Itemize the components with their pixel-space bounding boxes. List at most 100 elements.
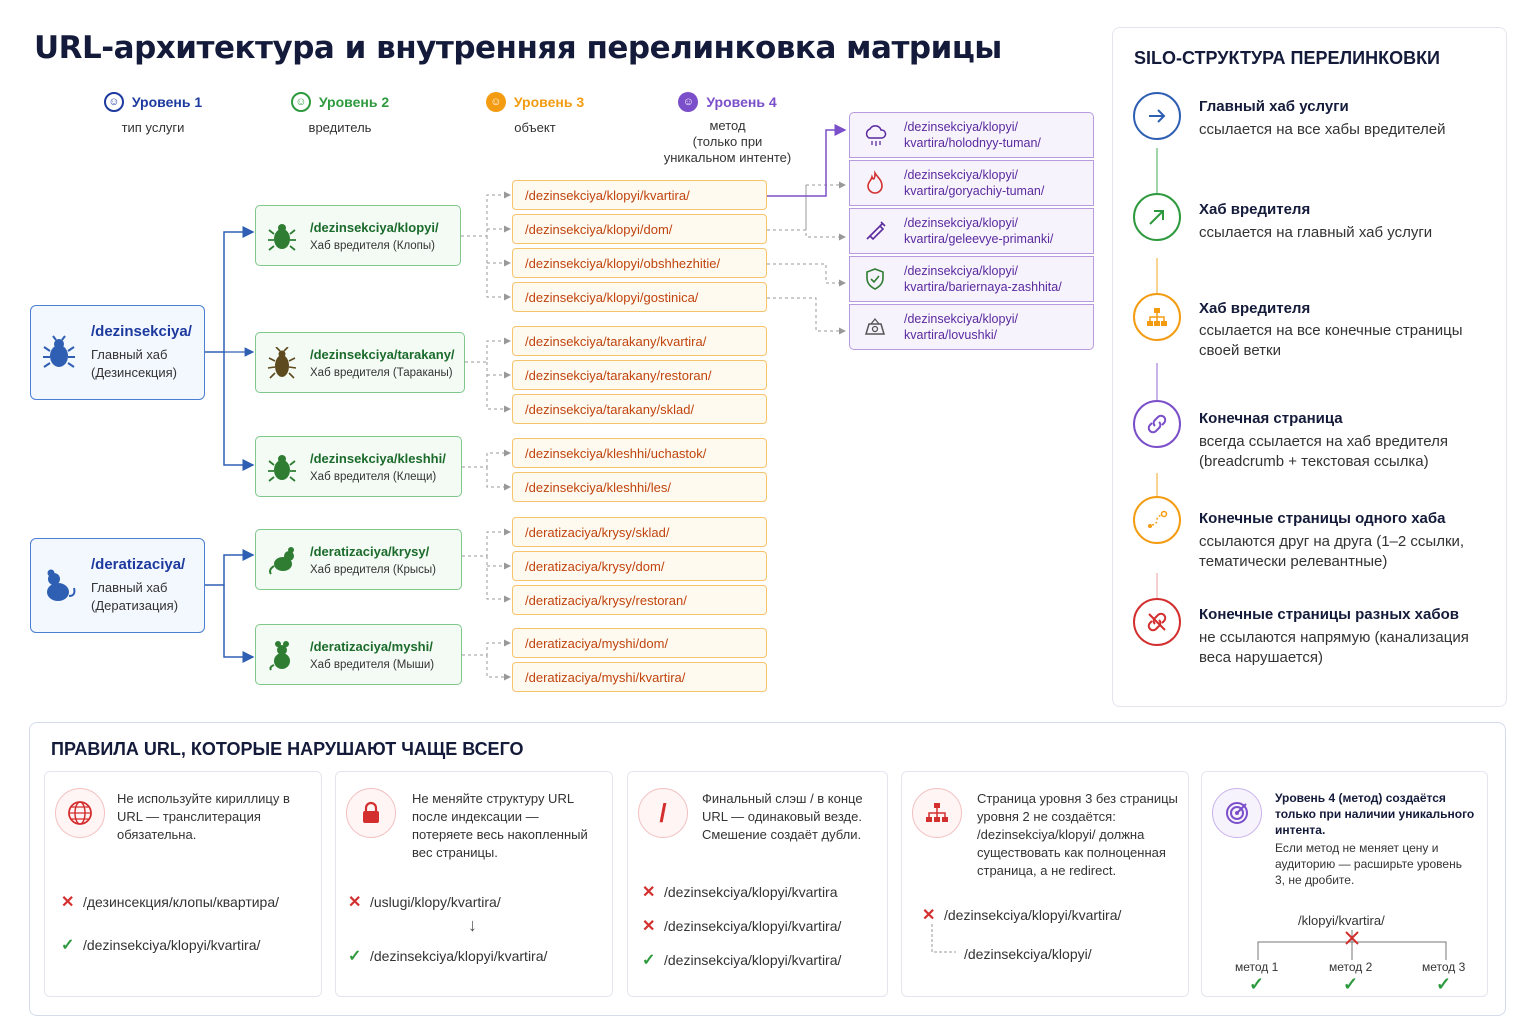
object-page[interactable]: /dezinsekciya/klopyi/obshhezhitie/ bbox=[512, 248, 767, 278]
bad-example: ✕/uslugi/klopy/kvartira/ bbox=[348, 894, 501, 911]
main-hub-deratizaciya[interactable]: /deratizaciya/ Главный хаб(Дератизация) bbox=[30, 538, 205, 633]
rule-text: Уровень 4 (метод) создаётся только при н… bbox=[1275, 791, 1475, 887]
hub-path: /dezinsekciya/klopyi/ bbox=[310, 219, 439, 235]
hub-label: Главный хаб(Дератизация) bbox=[91, 580, 179, 613]
hub-label: Хаб вредителя (Мыши) bbox=[310, 658, 435, 671]
method-path: /dezinsekciya/klopyi/kvartira/goryachiy-… bbox=[904, 168, 1045, 198]
object-page[interactable]: /deratizaciya/myshi/dom/ bbox=[512, 628, 767, 658]
method-label: метод 1 bbox=[1235, 960, 1279, 974]
check-icon: ✓ bbox=[1249, 974, 1265, 994]
hub-path: /dezinsekciya/tarakany/ bbox=[310, 346, 455, 362]
silo-item-desc: не ссылаются напрямую (канализация веса … bbox=[1199, 629, 1469, 666]
pest-hub-myshi[interactable]: /deratizaciya/myshi/Хаб вредителя (Мыши) bbox=[255, 624, 462, 685]
level-3-icon: ☺ bbox=[485, 92, 506, 112]
method-path: /dezinsekciya/klopyi/kvartira/bariernaya… bbox=[904, 264, 1062, 294]
hub-label: Хаб вредителя (Тараканы) bbox=[310, 366, 453, 379]
method-page-goryachiy-tuman[interactable]: /dezinsekciya/klopyi/kvartira/goryachiy-… bbox=[849, 160, 1094, 206]
rule-card-level-hierarchy: Страница уровня 3 без страницы уровня 2 … bbox=[901, 771, 1189, 997]
object-page[interactable]: /deratizaciya/myshi/kvartira/ bbox=[512, 662, 767, 692]
silo-item-desc: ссылается на все хабы вредителей bbox=[1199, 121, 1446, 138]
object-page[interactable]: /deratizaciya/krysy/dom/ bbox=[512, 551, 767, 581]
method-root-path: /klopyi/kvartira/ bbox=[1298, 913, 1385, 928]
silo-panel: SILO-СТРУКТУРА ПЕРЕЛИНКОВКИ Главный хаб … bbox=[1112, 27, 1507, 707]
method-path: /dezinsekciya/klopyi/kvartira/lovushki/ bbox=[904, 312, 1018, 342]
method-label: метод 3 bbox=[1422, 960, 1466, 974]
good-example: ✓/dezinsekciya/klopyi/kvartira/ bbox=[642, 952, 842, 969]
check-icon: ✓ bbox=[1343, 974, 1359, 994]
rule-card-trailing-slash: / Финальный слэш / в конце URL — одинако… bbox=[627, 771, 888, 997]
bedbug-icon bbox=[268, 223, 296, 251]
method-page-holodnyy-tuman[interactable]: /dezinsekciya/klopyi/kvartira/holodnyy-t… bbox=[849, 112, 1094, 158]
pest-hub-tarakany[interactable]: /dezinsekciya/tarakany/Хаб вредителя (Та… bbox=[255, 332, 465, 393]
target-icon bbox=[1212, 788, 1262, 838]
bad-example: ✕/dezinsekciya/klopyi/kvartira bbox=[642, 884, 838, 901]
bad-example: ✕/dezinsekciya/klopyi/kvartira/ bbox=[642, 918, 842, 935]
object-page[interactable]: /dezinsekciya/tarakany/kvartira/ bbox=[512, 326, 767, 356]
cloud-icon bbox=[865, 125, 887, 146]
hub-path: /deratizaciya/myshi/ bbox=[310, 638, 433, 654]
pest-hub-klopyi[interactable]: /dezinsekciya/klopyi/Хаб вредителя (Клоп… bbox=[255, 205, 461, 266]
level-1-icon: ☺ bbox=[103, 92, 124, 112]
object-page[interactable]: /dezinsekciya/kleshhi/uchastok/ bbox=[512, 438, 767, 468]
level-1-header: ☺Уровень 1 тип услуги bbox=[88, 92, 218, 136]
method-page-lovushki[interactable]: /dezinsekciya/klopyi/kvartira/lovushki/ bbox=[849, 304, 1094, 350]
silo-item-title: Конечные страницы одного хаба bbox=[1199, 510, 1446, 527]
silo-item-title: Конечные страницы разных хабов bbox=[1199, 606, 1459, 623]
hub-label: Хаб вредителя (Клещи) bbox=[310, 470, 437, 483]
level-subtitle: тип услуги bbox=[121, 120, 185, 135]
hub-label: Хаб вредителя (Клопы) bbox=[310, 239, 436, 252]
tick-icon bbox=[268, 454, 296, 482]
main-hub-dezinsekciya[interactable]: /dezinsekciya/ Главный хаб(Дезинсекция) bbox=[30, 305, 205, 400]
check-icon: ✓ bbox=[1436, 974, 1452, 994]
hub-path: /dezinsekciya/kleshhi/ bbox=[310, 450, 446, 466]
pest-hub-kleshhi[interactable]: /dezinsekciya/kleshhi/Хаб вредителя (Кле… bbox=[255, 436, 462, 497]
object-page[interactable]: /deratizaciya/krysy/sklad/ bbox=[512, 517, 767, 547]
object-page[interactable]: /dezinsekciya/tarakany/sklad/ bbox=[512, 394, 767, 424]
connector-lines bbox=[205, 124, 847, 681]
silo-item-desc: ссылаются друг на друга (1–2 ссылки, тем… bbox=[1199, 533, 1465, 570]
rule-text: Не используйте кириллицу в URL — трансли… bbox=[117, 791, 290, 842]
method-page-geleevye-primanki[interactable]: /dezinsekciya/klopyi/kvartira/geleevye-p… bbox=[849, 208, 1094, 254]
silo-item-title: Хаб вредителя bbox=[1199, 300, 1311, 317]
level-subtitle: объект bbox=[514, 120, 556, 135]
bad-example: ✕/dezinsekciya/klopyi/kvartira/ bbox=[922, 907, 1122, 924]
object-page[interactable]: /dezinsekciya/tarakany/restoran/ bbox=[512, 360, 767, 390]
level-title: Уровень 3 bbox=[513, 94, 585, 110]
arrow-down-icon: ↓ bbox=[468, 915, 477, 935]
object-page[interactable]: /dezinsekciya/kleshhi/les/ bbox=[512, 472, 767, 502]
object-page[interactable]: /dezinsekciya/klopyi/gostinica/ bbox=[512, 282, 767, 312]
level-3-header: ☺ Уровень 3 объект bbox=[470, 92, 600, 136]
rule-text: Финальный слэш / в конце URL — одинаковы… bbox=[702, 791, 863, 842]
rule-text: Страница уровня 3 без страницы уровня 2 … bbox=[977, 791, 1178, 878]
arrow-right-icon bbox=[1133, 92, 1181, 140]
silo-item-desc: всегда ссылается на хаб вредителя (bread… bbox=[1199, 433, 1449, 470]
method-page-bariernaya-zashhita[interactable]: /dezinsekciya/klopyi/kvartira/bariernaya… bbox=[849, 256, 1094, 302]
hub-path: /deratizaciya/krysy/ bbox=[310, 543, 430, 559]
silo-item-title: Хаб вредителя bbox=[1199, 201, 1311, 218]
trap-icon bbox=[864, 317, 886, 335]
good-example: ✓/dezinsekciya/klopyi/kvartira/ bbox=[348, 948, 548, 965]
method-tree-lines bbox=[1257, 930, 1447, 960]
path-icon bbox=[1133, 496, 1181, 544]
globe-icon bbox=[55, 788, 105, 838]
pest-hub-krysy[interactable]: /deratizaciya/krysy/Хаб вредителя (Крысы… bbox=[255, 529, 462, 590]
good-example: ✓/dezinsekciya/klopyi/kvartira/ bbox=[61, 937, 261, 954]
hub-path: /deratizaciya/ bbox=[91, 556, 186, 573]
object-page[interactable]: /dezinsekciya/klopyi/kvartira/ bbox=[512, 180, 767, 210]
rule-card-structure: Не меняйте структуру URL после индексаци… bbox=[335, 771, 613, 997]
lock-icon bbox=[346, 788, 396, 838]
page-title: URL-архитектура и внутренняя перелинковк… bbox=[34, 30, 1002, 66]
bug-icon bbox=[43, 334, 75, 368]
bad-example: ✕/дезинсекция/клопы/квартира/ bbox=[61, 894, 280, 911]
object-page[interactable]: /dezinsekciya/klopyi/dom/ bbox=[512, 214, 767, 244]
silo-item-title: Конечная страница bbox=[1199, 410, 1343, 427]
object-page[interactable]: /deratizaciya/krysy/restoran/ bbox=[512, 585, 767, 615]
syringe-icon bbox=[866, 221, 886, 241]
mouse-icon bbox=[47, 569, 76, 601]
slash-icon: / bbox=[638, 788, 688, 838]
hub-label: Главный хаб(Дезинсекция) bbox=[91, 347, 177, 380]
silo-title: SILO-СТРУКТУРА ПЕРЕЛИНКОВКИ bbox=[1134, 48, 1440, 68]
method-label: метод 2 bbox=[1329, 960, 1373, 974]
rules-title: ПРАВИЛА URL, КОТОРЫЕ НАРУШАЮТ ЧАЩЕ ВСЕГО bbox=[51, 739, 524, 759]
